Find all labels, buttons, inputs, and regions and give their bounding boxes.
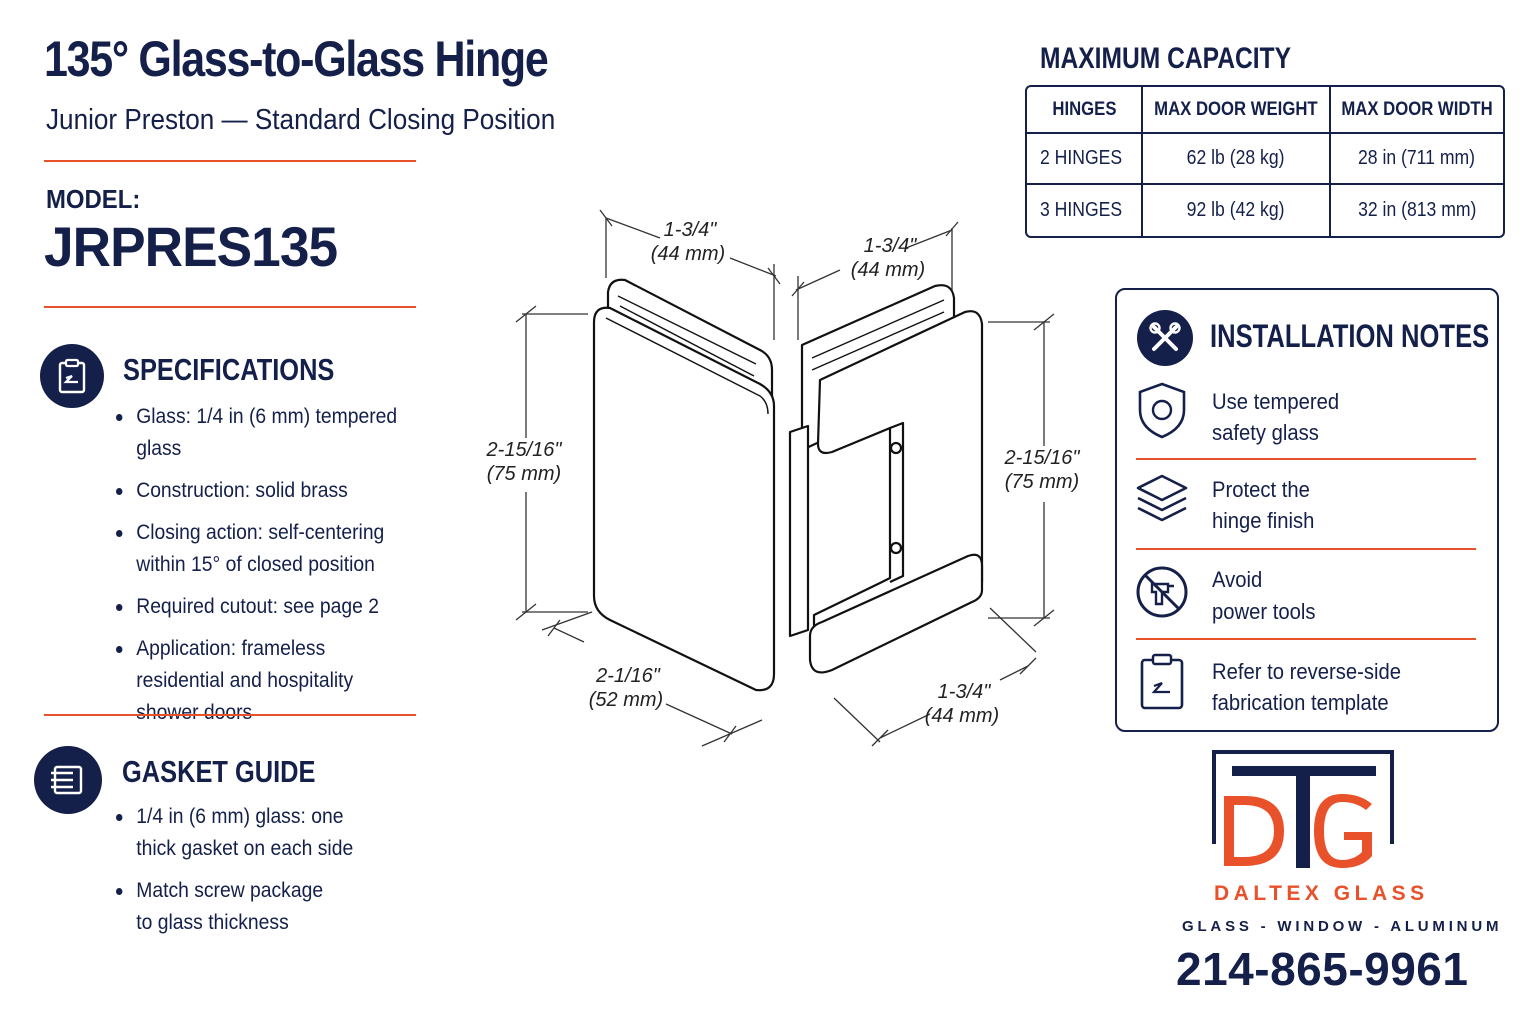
installation-notes-panel — [1115, 288, 1499, 732]
table-row: 2 HINGES 62 lb (28 kg) 28 in (711 mm) — [1027, 134, 1503, 185]
dimension-label: (44 mm) — [651, 243, 725, 265]
dimension-label: (44 mm) — [851, 259, 925, 281]
column-header: MAX DOOR WIDTH — [1330, 87, 1503, 134]
dimension-label: (75 mm) — [487, 463, 561, 485]
specifications-list: Glass: 1/4 in (6 mm) tempered glass Cons… — [116, 401, 436, 739]
divider — [44, 306, 416, 308]
gasket-icon — [34, 746, 102, 814]
table-header-row: HINGES MAX DOOR WEIGHT MAX DOOR WIDTH — [1027, 87, 1503, 134]
dimension-label: 1-3/4" — [864, 235, 918, 257]
capacity-title: MAXIMUM CAPACITY — [1040, 42, 1291, 75]
dimension-label: 2-15/16" — [1004, 447, 1081, 469]
gasket-list: 1/4 in (6 mm) glass: one thick gasket on… — [116, 801, 386, 949]
divider — [1136, 548, 1476, 550]
capacity-table: HINGES MAX DOOR WEIGHT MAX DOOR WIDTH 2 … — [1025, 85, 1505, 238]
dimension-label: (52 mm) — [589, 689, 663, 711]
note-line: power tools — [1212, 599, 1316, 624]
specifications-title: SPECIFICATIONS — [123, 352, 335, 387]
list-item: Application: frameless residential and h… — [116, 633, 410, 729]
list-item: Match screw package to glass thickness — [116, 875, 337, 939]
hinge-drawing: 1-3/4" (44 mm) 1-3/4" (44 mm) 2-15/16" (… — [486, 209, 1081, 747]
tools-icon — [1137, 310, 1193, 366]
list-item: 1/4 in (6 mm) glass: one thick gasket on… — [116, 801, 364, 865]
table-cell: 62 lb (28 kg) — [1143, 134, 1331, 185]
note-line: Avoid — [1212, 567, 1263, 592]
column-header: HINGES — [1027, 87, 1144, 134]
table-cell: 32 in (813 mm) — [1357, 199, 1477, 221]
dimension-label: (75 mm) — [1005, 471, 1079, 493]
company-logo — [1212, 750, 1394, 868]
model-label: MODEL: — [46, 184, 141, 214]
table-cell: 92 lb (42 kg) — [1143, 185, 1331, 236]
table-row: 3 HINGES 92 lb (42 kg) 32 in (813 mm) — [1027, 185, 1503, 236]
clipboard-icon — [40, 344, 104, 408]
note-line: Use tempered — [1212, 389, 1340, 414]
note-line: Refer to reverse-side — [1212, 659, 1401, 684]
list-item: Required cutout: see page 2 — [116, 591, 410, 623]
list-item: Closing action: self-centering within 15… — [116, 517, 410, 581]
page-title: 135° Glass-to-Glass Hinge — [44, 31, 549, 87]
list-item: Construction: solid brass — [116, 475, 410, 507]
table-cell: 28 in (711 mm) — [1330, 134, 1503, 185]
dimension-label: 1-3/4" — [938, 681, 992, 703]
installation-notes-title: INSTALLATION NOTES — [1210, 318, 1490, 354]
gasket-guide-title: GASKET GUIDE — [122, 754, 316, 789]
divider — [1136, 638, 1476, 640]
page-subtitle: Junior Preston — Standard Closing Positi… — [46, 104, 556, 136]
company-phone[interactable]: 214-865-9961 — [1176, 943, 1469, 995]
divider — [44, 160, 416, 162]
divider — [1136, 458, 1476, 460]
dimension-label: 1-3/4" — [664, 219, 718, 241]
table-cell: 2 HINGES — [1027, 134, 1144, 185]
column-header: MAX DOOR WEIGHT — [1143, 87, 1331, 134]
model-number: JRPRES135 — [44, 215, 338, 278]
company-tagline: GLASS - WINDOW - ALUMINUM — [1182, 918, 1503, 935]
layers-icon — [1136, 474, 1188, 522]
table-cell: 3 HINGES — [1027, 185, 1144, 236]
note-line: safety glass — [1212, 420, 1319, 445]
company-name: DALTEX GLASS — [1214, 882, 1429, 905]
divider — [44, 714, 416, 716]
list-item: Glass: 1/4 in (6 mm) tempered glass — [116, 401, 410, 465]
note-line: Protect the — [1212, 477, 1310, 502]
dimension-label: 2-15/16" — [486, 439, 563, 461]
dimension-label: 2-1/16" — [595, 665, 661, 687]
dimension-label: (44 mm) — [925, 705, 999, 727]
note-line: hinge finish — [1212, 508, 1315, 533]
note-line: fabrication template — [1212, 690, 1389, 715]
no-drill-icon — [1136, 566, 1188, 618]
clipboard-icon — [1140, 653, 1184, 710]
shield-icon — [1138, 382, 1186, 439]
